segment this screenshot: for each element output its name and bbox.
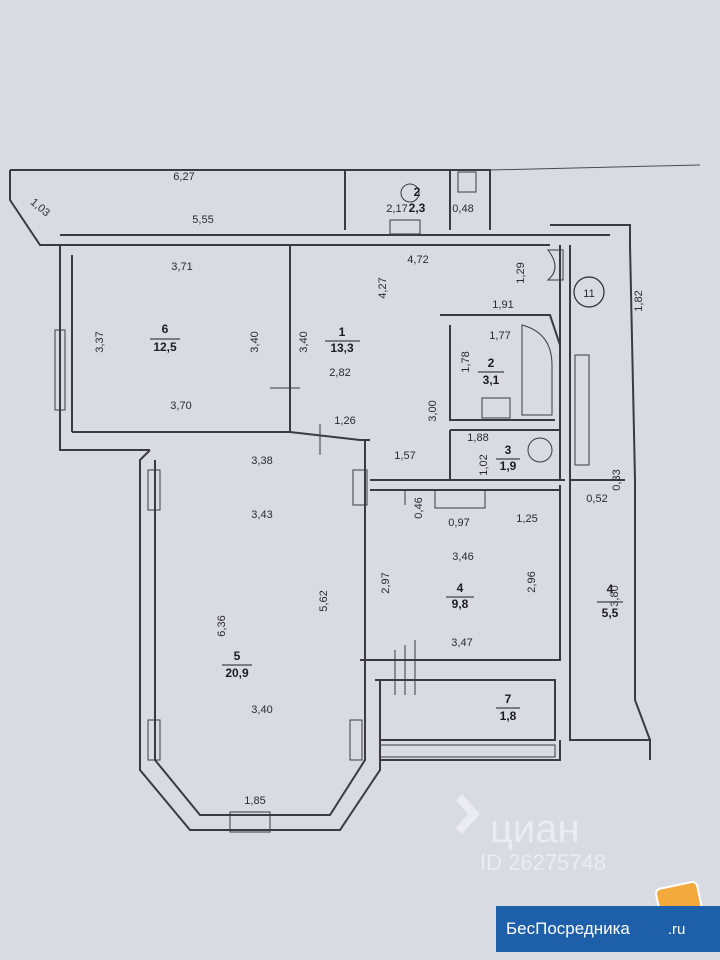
marker-label: 11 bbox=[583, 288, 594, 300]
dim-label: 3,43 bbox=[251, 509, 272, 521]
dim-label: 3,47 bbox=[451, 637, 472, 649]
dim-label: 3,40 bbox=[298, 331, 310, 352]
dim-label: 3,40 bbox=[249, 331, 261, 352]
room-2b-area: 3,1 bbox=[483, 373, 500, 387]
dim-label: 1,77 bbox=[489, 330, 510, 342]
watermark-logo-icon bbox=[456, 794, 480, 834]
room-5-area: 20,9 bbox=[225, 666, 249, 680]
dim-label: 3,00 bbox=[427, 400, 439, 421]
dim-label: 2,82 bbox=[329, 367, 350, 379]
dim-label: 1,57 bbox=[394, 450, 415, 462]
dim-label: 5,55 bbox=[192, 214, 213, 226]
dim-label: 6,27 bbox=[173, 171, 194, 183]
dim-label: 4,72 bbox=[407, 254, 428, 266]
room-3-area: 1,9 bbox=[500, 459, 517, 473]
dim-label: 3,71 bbox=[171, 261, 192, 273]
dim-label: 3,80 bbox=[609, 585, 621, 606]
room-6-number: 6 bbox=[162, 322, 169, 336]
dim-label: 4,27 bbox=[377, 277, 389, 298]
dim-label: 0,33 bbox=[611, 469, 623, 490]
dim-label: 1,85 bbox=[244, 795, 265, 807]
badge-text: БесПосредника bbox=[506, 919, 630, 938]
dim-label: 0,48 bbox=[452, 203, 473, 215]
room-2a-area: 2,3 bbox=[409, 201, 426, 215]
badge-tail: .ru bbox=[667, 920, 686, 938]
dim-label: 0,97 bbox=[448, 517, 469, 529]
site-badge[interactable]: БесПосредника .ru bbox=[496, 906, 720, 952]
room-1-area: 13,3 bbox=[330, 341, 354, 355]
dim-label: 3,46 bbox=[452, 551, 473, 563]
room-4-number: 4 bbox=[457, 581, 464, 595]
dim-label: 2,96 bbox=[526, 571, 538, 592]
watermark-id: ID 26275748 bbox=[480, 850, 606, 875]
room-4b-number: 4 bbox=[607, 582, 614, 596]
dim-label: 0,46 bbox=[413, 497, 425, 518]
dim-label: 3,40 bbox=[251, 704, 272, 716]
room-2b-number: 2 bbox=[488, 356, 495, 370]
room-6-area: 12,5 bbox=[153, 340, 177, 354]
room-2a-number: 2 bbox=[414, 185, 421, 199]
marker-circle bbox=[573, 276, 605, 308]
dim-label: 5,62 bbox=[318, 590, 330, 611]
dim-label: 1,25 bbox=[516, 513, 537, 525]
dim-label: 6,36 bbox=[216, 615, 228, 636]
room-4-area: 9,8 bbox=[452, 597, 469, 611]
perimeter-walls bbox=[9, 164, 701, 831]
dim-label: 1,26 bbox=[334, 415, 355, 427]
room-7-number: 7 bbox=[505, 692, 512, 706]
dim-label: 3,38 bbox=[251, 455, 272, 467]
dim-label: 2,17 bbox=[386, 203, 407, 215]
dim-label: 2,97 bbox=[380, 572, 392, 593]
watermark-brand: циан bbox=[490, 807, 580, 851]
dim-label: 1,82 bbox=[633, 290, 645, 311]
dim-label: 1,78 bbox=[460, 351, 472, 372]
watermark: циан ID 26275748 bbox=[456, 794, 606, 875]
room-7-area: 1,8 bbox=[500, 709, 517, 723]
room-1-number: 1 bbox=[339, 325, 346, 339]
dim-label: 3,37 bbox=[94, 331, 106, 352]
dim-label: 0,52 bbox=[586, 493, 607, 505]
room-5-number: 5 bbox=[234, 649, 241, 663]
room-4b-area: 5,5 bbox=[602, 606, 619, 620]
dim-label: 1,88 bbox=[467, 432, 488, 444]
dim-label: 3,70 bbox=[170, 400, 191, 412]
dim-label: 1,29 bbox=[515, 262, 527, 283]
dim-label: 1,91 bbox=[492, 299, 513, 311]
room-3-number: 3 bbox=[505, 443, 512, 457]
windows-and-fixtures bbox=[54, 171, 590, 833]
dim-label: 1,02 bbox=[478, 454, 490, 475]
